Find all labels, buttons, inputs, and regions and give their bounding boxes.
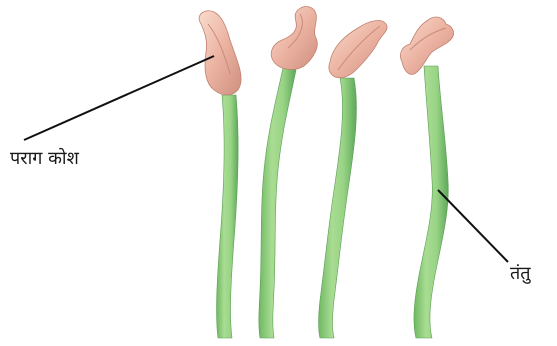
stamen-3 bbox=[319, 21, 388, 338]
filament-leader-line bbox=[438, 190, 508, 262]
filament-label: तंतु bbox=[510, 265, 531, 283]
filament-3 bbox=[319, 78, 357, 338]
anther-1 bbox=[199, 11, 241, 95]
anther-2 bbox=[271, 7, 317, 70]
filament-2 bbox=[259, 68, 296, 338]
anther-leader-line bbox=[24, 56, 214, 140]
anther-label: पराग कोश bbox=[10, 150, 79, 168]
filament-1 bbox=[217, 95, 239, 338]
anther-3 bbox=[329, 21, 387, 78]
filament-4 bbox=[414, 66, 448, 338]
stamen-4 bbox=[400, 17, 453, 338]
stamen-2 bbox=[259, 7, 317, 338]
